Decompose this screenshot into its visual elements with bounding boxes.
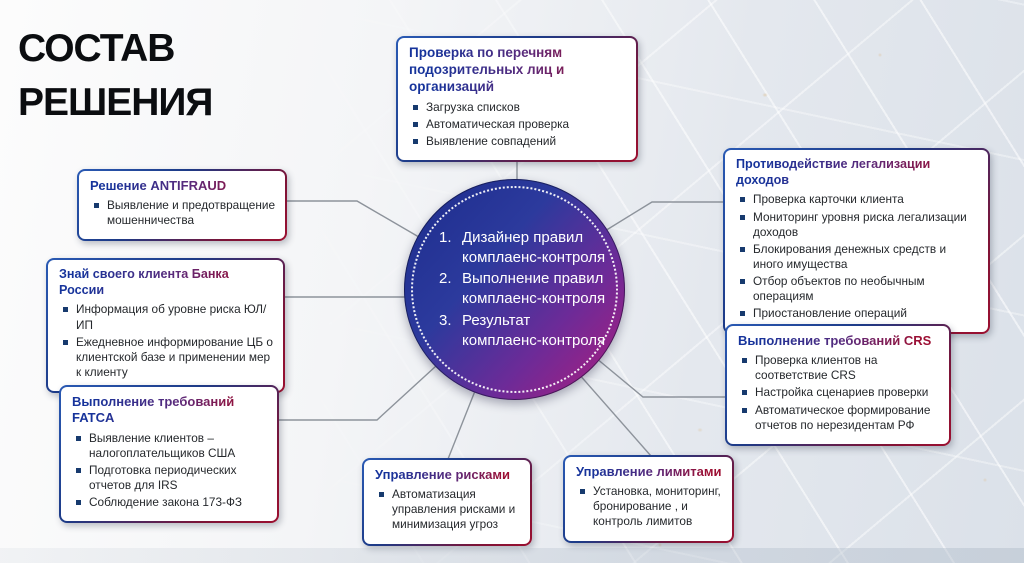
connector-aml <box>599 201 724 235</box>
card-title: Выполнение требований CRS <box>738 333 939 349</box>
card-antifraud: Решение ANTIFRAUD Выявление и предотвращ… <box>77 169 287 242</box>
central-circle-item: Выполнение правил комплаенс-контроля <box>439 269 606 307</box>
card-bullet: Загрузка списков <box>409 100 626 115</box>
card-risk-management: Управление рисками Автоматизация управле… <box>362 458 532 546</box>
card-bullet: Настройка сценариев проверки <box>738 385 939 400</box>
page-title-line1: СОСТАВ <box>18 27 175 70</box>
connector-fatca <box>278 365 437 421</box>
card-bullet: Выявление клиентов – налогоплательщиков … <box>72 431 267 461</box>
card-bullet: Автоматическое формирование отчетов по н… <box>738 403 939 433</box>
connector-risk <box>447 390 476 460</box>
card-bullet: Блокирования денежных средств и иного им… <box>736 242 978 272</box>
page-title-line2: РЕШЕНИЯ <box>18 81 213 124</box>
card-bullet: Проверка карточки клиента <box>736 192 978 207</box>
card-title: Противодействие легализации доходов <box>736 157 978 188</box>
card-title: Проверка по перечням подозрительных лиц … <box>409 45 626 96</box>
card-bullet-list: Выявление и предотвращение мошенничества <box>90 198 275 228</box>
card-bullet: Проверка клиентов на соответствие CRS <box>738 353 939 383</box>
connector-antifraud <box>286 200 425 241</box>
card-bullet: Ежедневное информирование ЦБ о клиентско… <box>59 335 273 380</box>
card-sanctions-screening: Проверка по перечням подозрительных лиц … <box>396 36 638 162</box>
card-bullet: Подготовка периодических отчетов для IRS <box>72 463 267 493</box>
page-title: СОСТАВ РЕШЕНИЯ <box>18 22 213 130</box>
card-title: Управление рисками <box>375 467 520 483</box>
card-bullet: Информация об уровне риска ЮЛ/ИП <box>59 302 273 332</box>
card-bullet: Приостановление операций <box>736 306 978 321</box>
card-aml: Противодействие легализации доходов Пров… <box>723 148 990 335</box>
card-bullet-list: Установка, мониторинг, бронирование , и … <box>576 484 722 529</box>
card-title: Решение ANTIFRAUD <box>90 178 275 194</box>
card-bullet: Автоматическая проверка <box>409 117 626 132</box>
central-circle-item: Результат комплаенс-контроля <box>439 310 606 349</box>
card-bullet: Установка, мониторинг, бронирование , и … <box>576 484 722 529</box>
connector-crs <box>595 357 726 398</box>
card-title: Выполнение требований FATCA <box>72 394 267 427</box>
card-bullet: Мониторинг уровня риска легализации дохо… <box>736 210 978 240</box>
connector-limits <box>577 372 652 457</box>
card-title: Управление лимитами <box>576 464 722 479</box>
central-circle-item: Дизайнер правил комплаенс-контроля <box>439 227 606 266</box>
card-bullet: Соблюдение закона 173-ФЗ <box>72 495 267 510</box>
card-crs: Выполнение требований CRS Проверка клиен… <box>725 324 951 446</box>
card-bullet-list: Проверка клиентов на соответствие CRS Нас… <box>738 353 939 432</box>
bottom-accent-band <box>0 548 1024 563</box>
card-bullet: Выявление и предотвращение мошенничества <box>90 198 275 228</box>
card-bullet: Отбор объектов по необычным операциям <box>736 274 978 304</box>
card-fatca: Выполнение требований FATCA Выявление кл… <box>59 385 279 523</box>
card-bullet-list: Выявление клиентов – налогоплательщиков … <box>72 431 267 510</box>
card-title: Знай своего клиента Банка России <box>59 267 273 298</box>
card-bullet-list: Автоматизация управления рисками и миним… <box>375 487 520 532</box>
card-bullet: Автоматизация управления рисками и миним… <box>375 487 520 532</box>
card-kyc: Знай своего клиента Банка России Информа… <box>46 258 285 393</box>
card-bullet: Выявление совпадений <box>409 134 626 149</box>
card-limit-management: Управление лимитами Установка, мониторин… <box>563 455 734 543</box>
